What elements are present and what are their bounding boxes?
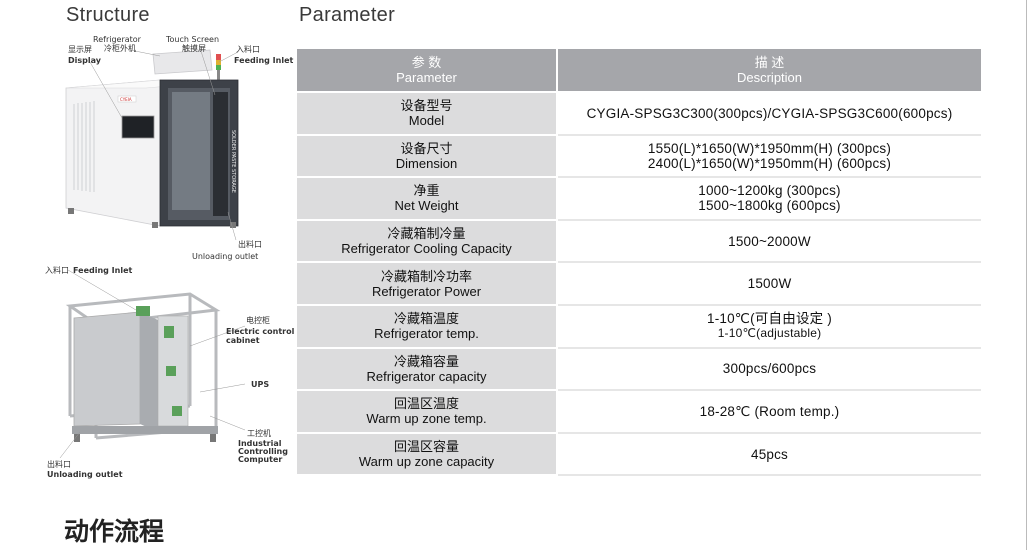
param-en: Warm up zone capacity xyxy=(358,454,495,470)
desc-line: 1500~1800kg (600pcs) xyxy=(698,198,841,214)
param-en: Net Weight xyxy=(394,198,459,214)
param-en: Refrigerator capacity xyxy=(366,368,487,384)
side-label: SOLDER PASTE STORAGE xyxy=(230,130,236,193)
callout-cabinet-zh: 电控柜 xyxy=(246,316,270,325)
header-description-zh: 描 述 xyxy=(754,55,785,70)
param-zh: 冷藏箱制冷量 xyxy=(387,226,466,242)
desc-line: 45pcs xyxy=(750,446,789,462)
callout-refrigerator-zh: 冷柜外机 xyxy=(104,44,136,53)
desc-line: 1500~2000W xyxy=(728,233,811,249)
table-header-row: 参 数 Parameter 描 述 Description xyxy=(297,49,981,93)
callout-unloading-en: Unloading outlet xyxy=(192,252,259,261)
machine-exterior-illustration: CYEIA SOLDER PASTE STORAGE xyxy=(65,47,239,241)
param-en: Dimension xyxy=(395,155,458,171)
param-en: Refrigerator Cooling Capacity xyxy=(341,241,512,257)
page-edge-divider xyxy=(1026,0,1027,550)
callout-touch-en: Touch Screen xyxy=(166,35,220,44)
desc-line: CYGIA-SPSG3C300(300pcs)/CYGIA-SPSG3C600(… xyxy=(586,105,953,121)
desc-line: 1500W xyxy=(747,276,792,292)
callout-b-unloading-en: Unloading outlet xyxy=(47,470,123,479)
desc-cell: 45pcs xyxy=(558,433,981,477)
desc-cell: CYGIA-SPSG3C300(300pcs)/CYGIA-SPSG3C600(… xyxy=(558,93,981,136)
header-description-en: Description xyxy=(736,70,803,85)
header-description: 描 述 Description xyxy=(558,49,981,93)
param-zh: 净重 xyxy=(413,183,440,199)
header-parameter: 参 数 Parameter xyxy=(297,49,558,93)
callout-refrigerator-en: Refrigerator xyxy=(93,35,141,44)
callout-cabinet-en2: cabinet xyxy=(226,336,260,345)
param-en: Refrigerator temp. xyxy=(374,326,479,342)
desc-cell: 1550(L)*1650(W)*1950mm(H) (300pcs)2400(L… xyxy=(558,135,981,179)
callout-ipc-zh: 工控机 xyxy=(247,429,271,438)
machine-internal-illustration xyxy=(59,269,246,459)
callout-b-feeding-en: Feeding Inlet xyxy=(73,266,133,275)
desc-cell: 1-10℃(可自由设定 )1-10℃(adjustable) xyxy=(558,305,981,349)
desc-cell: 18-28℃ (Room temp.) xyxy=(558,391,981,434)
callout-display-en: Display xyxy=(68,56,101,65)
callout-ipc-en3: Computer xyxy=(238,455,283,464)
callout-unloading-zh: 出料口 xyxy=(238,240,262,249)
param-zh: 设备尺寸 xyxy=(400,140,453,156)
param-zh: 冷藏箱容量 xyxy=(393,353,459,369)
param-zh: 回温区温度 xyxy=(393,396,459,412)
param-en: Warm up zone temp. xyxy=(366,411,487,427)
callout-display-zh: 显示屏 xyxy=(68,45,92,54)
param-en: Model xyxy=(408,113,445,129)
callout-ipc-en1: Industrial xyxy=(238,439,282,448)
callout-ipc-en2: Controlling xyxy=(238,447,288,456)
structure-title: Structure xyxy=(66,4,150,26)
param-zh: 冷藏箱温度 xyxy=(393,311,459,327)
desc-cell: 1500W xyxy=(558,263,981,306)
desc-cell: 1000~1200kg (300pcs)1500~1800kg (600pcs) xyxy=(558,178,981,221)
desc-cell: 1500~2000W xyxy=(558,220,981,264)
desc-line: 18-28℃ (Room temp.) xyxy=(699,403,840,419)
desc-line: 2400(L)*1650(W)*1950mm(H) (600pcs) xyxy=(647,155,892,171)
callout-ups: UPS xyxy=(251,380,270,389)
desc-line: 1550(L)*1650(W)*1950mm(H) (300pcs) xyxy=(647,140,892,156)
header-parameter-zh: 参 数 xyxy=(411,55,442,70)
param-zh: 冷藏箱制冷功率 xyxy=(380,268,472,284)
desc-line: 300pcs/600pcs xyxy=(722,361,817,377)
callout-cabinet-en1: Electric control xyxy=(226,327,295,336)
desc-line: 1-10℃(adjustable) xyxy=(717,326,822,341)
param-en: Refrigerator Power xyxy=(371,283,482,299)
callout-feeding-zh: 入料口 xyxy=(236,45,260,54)
param-zh: 设备型号 xyxy=(400,98,453,114)
desc-line: 1000~1200kg (300pcs) xyxy=(698,183,841,199)
callout-touch-zh: 触摸屏 xyxy=(182,44,206,53)
callout-feeding-en: Feeding Inlet xyxy=(234,56,294,65)
desc-line: 1-10℃(可自由设定 ) xyxy=(706,311,833,327)
header-parameter-en: Parameter xyxy=(396,70,457,85)
workflow-title: 动作流程 xyxy=(64,517,165,546)
parameter-title: Parameter xyxy=(299,4,396,26)
callout-b-feeding-zh: 入料口 xyxy=(45,266,69,275)
param-zh: 回温区容量 xyxy=(393,439,459,455)
desc-cell: 300pcs/600pcs xyxy=(558,348,981,392)
brand-logo: CYEIA xyxy=(120,97,132,102)
callout-b-unloading-zh: 出料口 xyxy=(47,460,71,469)
